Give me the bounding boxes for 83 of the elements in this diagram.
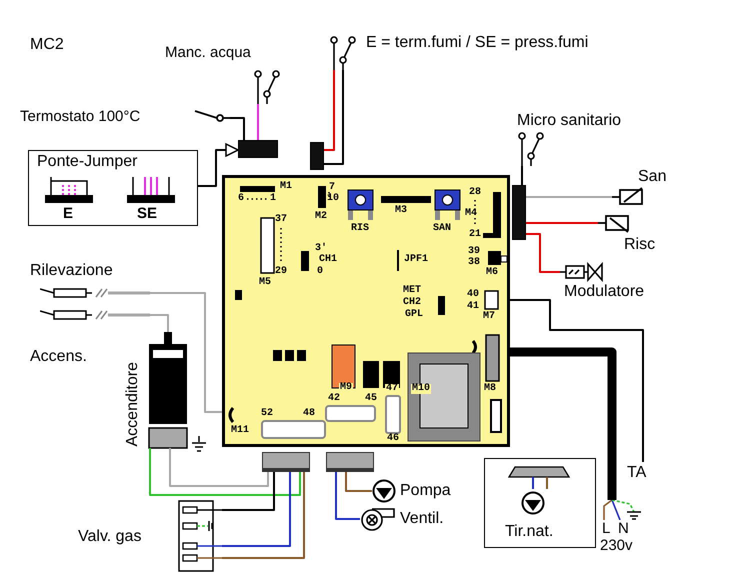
component-label: Rilevazione [30, 262, 113, 280]
wire [169, 460, 269, 487]
board-marking: CH2 [403, 298, 422, 308]
board-marking: M1 [280, 182, 292, 192]
wire [222, 472, 275, 511]
component-label: Ponte-Jumper [37, 153, 138, 172]
board-marking: 28 [469, 188, 482, 198]
board-marking: 0 [317, 267, 324, 277]
wire [149, 460, 301, 496]
board-marking: M10 [411, 384, 432, 394]
board-marking: 7 [329, 183, 336, 193]
wire [324, 70, 344, 165]
jumper-label: E [63, 205, 74, 222]
board-marking: M7 [483, 312, 496, 322]
component-label: Accenditore [124, 362, 142, 446]
component-label: Modulatore [564, 283, 644, 302]
wire [150, 292, 222, 413]
component-label: Manc. acqua [165, 44, 251, 62]
board-marking: MET [403, 286, 422, 296]
board-marking: 42 [328, 394, 340, 404]
board-marking: 38 [468, 258, 480, 268]
board-marking: RIS [351, 224, 370, 234]
component-label: Valv. gas [78, 528, 142, 546]
jumper-label: SE [137, 205, 158, 222]
board-marking: 37 [275, 215, 288, 225]
wire-connector [512, 185, 526, 240]
board-marking: 6 [238, 194, 244, 204]
board-marking: CH1 [319, 255, 338, 265]
component-label: Accens. [30, 348, 87, 366]
wire [222, 472, 305, 559]
board-marking: SAN [433, 224, 452, 234]
wire [150, 314, 169, 332]
board-marking: 1 [270, 194, 276, 204]
wire [510, 299, 644, 462]
board-marking: 29 [275, 267, 288, 277]
wire [222, 472, 291, 547]
board-marking: 21 [469, 230, 482, 240]
board-marking: 39 [468, 247, 480, 257]
component-frame [484, 458, 596, 548]
diagram-title: MC2 [30, 36, 64, 54]
board-marking: 40 [467, 290, 480, 300]
wire [230, 117, 245, 140]
component-label: Pompa [400, 482, 451, 500]
voltage-label: 230v [600, 537, 633, 554]
board-marking: M2 [315, 212, 328, 222]
board-marking: 46 [387, 434, 400, 444]
wire [324, 70, 335, 151]
wire-connector [310, 142, 324, 170]
wire [345, 472, 372, 492]
plug-connector [326, 452, 374, 472]
component-label: San [638, 168, 666, 186]
component-label: Micro sanitario [517, 112, 622, 130]
terminal-label: N [618, 520, 629, 538]
board-marking: 48 [303, 409, 316, 419]
board-marking: 10 [327, 194, 340, 204]
wire [335, 472, 360, 520]
component-label: TA [627, 464, 646, 482]
board-marking: 52 [261, 409, 274, 419]
board-marking: M6 [486, 268, 498, 278]
board-marking: M3 [395, 206, 408, 216]
component-label: Tir.nat. [505, 523, 554, 542]
board-marking: GPL [405, 310, 424, 320]
wire [521, 166, 523, 185]
board-marking: M5 [259, 278, 272, 288]
component-label: Risc [624, 236, 656, 254]
terminal-label: L [602, 520, 610, 538]
wire [526, 233, 560, 273]
wire-connector [238, 140, 278, 158]
board-marking: JPF1 [404, 255, 428, 265]
board-marking: 41 [467, 302, 480, 312]
wire [526, 222, 598, 224]
wire [526, 196, 612, 198]
wire [257, 104, 259, 140]
board-marking: 3' [315, 244, 328, 254]
arrow [198, 143, 239, 187]
plug-connector [262, 452, 310, 472]
power-cable [510, 348, 616, 500]
board-marking: 45 [365, 394, 378, 404]
board-marking: M11 [231, 426, 250, 436]
board-marking: M8 [484, 384, 496, 394]
component-label: Termostato 100°C [20, 108, 140, 126]
component-label: E = term.fumi / SE = press.fumi [366, 34, 588, 52]
component-label: Ventil. [400, 510, 444, 528]
